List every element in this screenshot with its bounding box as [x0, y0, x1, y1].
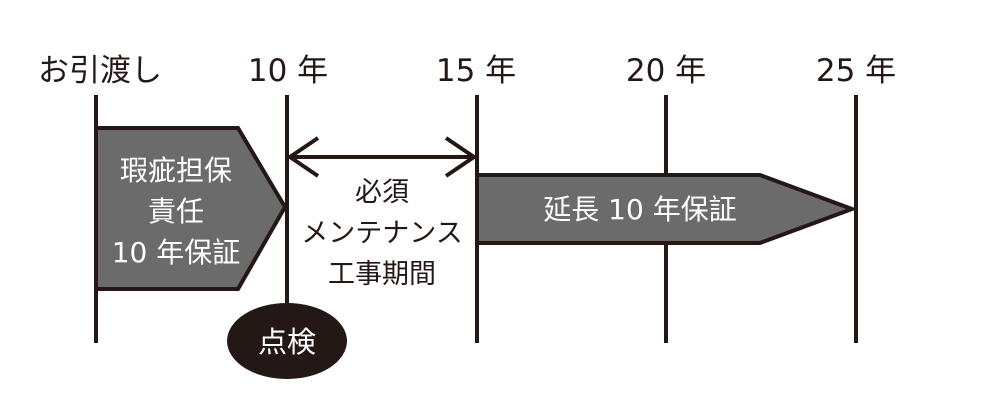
label-10-years: 10 年 [248, 53, 328, 89]
double-arrow-icon [286, 136, 478, 178]
label-20-years: 20 年 [626, 53, 706, 89]
warranty-line-3: 10 年保証 [112, 236, 241, 269]
maintenance-line-1: 必須 [355, 177, 409, 208]
maintenance-line-2: メンテナンス [301, 218, 462, 249]
inspection-badge [227, 303, 347, 379]
warranty-line-1: 瑕疵担保 [120, 154, 232, 187]
label-25-years: 25 年 [816, 53, 896, 89]
extended-warranty-label: 延長 10 年保証 [543, 193, 736, 226]
warranty-line-2: 責任 [148, 195, 204, 228]
extended-warranty-arrow-box [475, 173, 858, 245]
label-15-years: 15 年 [436, 53, 516, 89]
inspection-label: 点検 [258, 325, 316, 359]
warranty-arrow-box [94, 126, 288, 291]
label-handover: お引渡し [38, 53, 162, 89]
maintenance-line-3: 工事期間 [328, 259, 436, 290]
